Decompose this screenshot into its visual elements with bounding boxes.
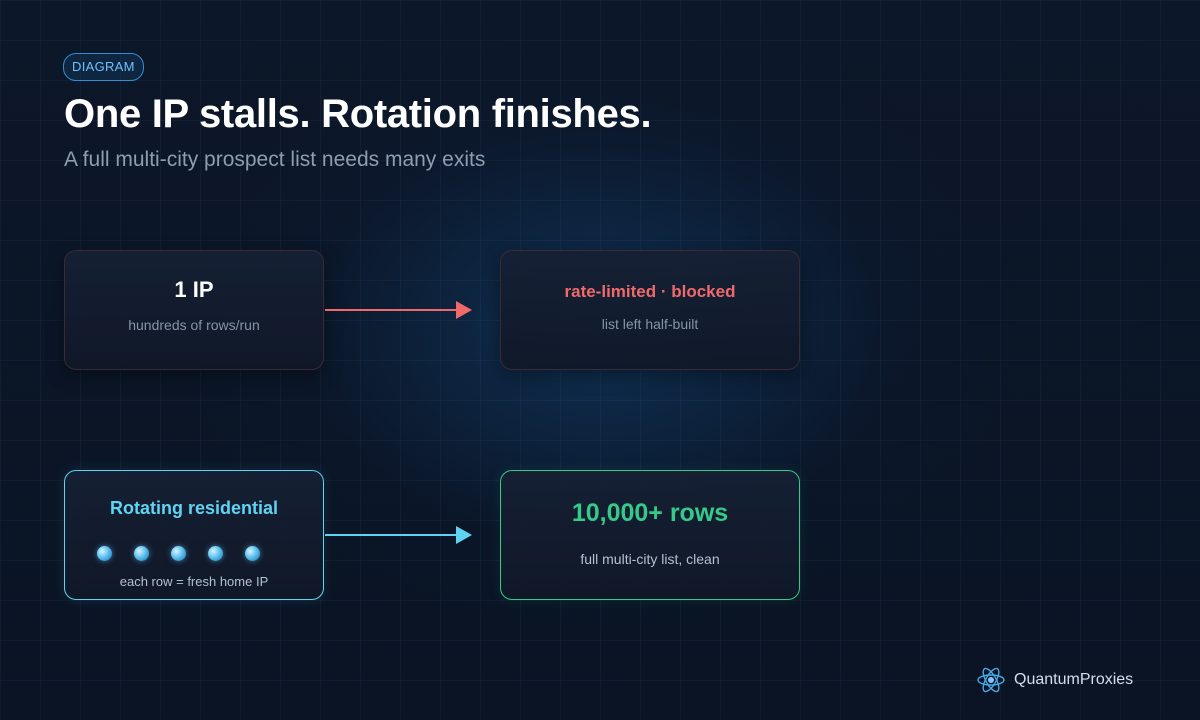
rotating-residential-box: Rotating residential each row = fresh ho… (64, 470, 324, 600)
blocked-result-title: rate-limited · blocked (564, 282, 736, 301)
blocked-result-box: rate-limited · blocked list left half-bu… (500, 250, 800, 370)
ip-dot (208, 546, 223, 561)
arrow-head-icon (456, 301, 472, 319)
brand-logo: QuantumProxies (976, 665, 1133, 695)
page-title: One IP stalls. Rotation finishes. (64, 92, 652, 136)
rotation-arrow (325, 526, 472, 544)
rows-result-box: 10,000+ rows full multi-city list, clean (500, 470, 800, 600)
rows-result-title: 10,000+ rows (571, 499, 729, 527)
single-ip-box: 1 IP hundreds of rows/run (64, 250, 324, 370)
diagram-tag: DIAGRAM (63, 53, 144, 81)
brand-name: QuantumProxies (1014, 671, 1134, 688)
ip-dot (134, 546, 149, 561)
page-subtitle: A full multi-city prospect list needs ma… (64, 148, 486, 171)
arrow-head-icon (456, 526, 472, 544)
ip-dot (97, 546, 112, 561)
blocked-arrow (325, 301, 472, 319)
atom-icon (977, 667, 1005, 693)
rotating-residential-title: Rotating residential (109, 498, 279, 518)
rows-result-caption: full multi-city list, clean (580, 551, 720, 567)
ip-dot (245, 546, 260, 561)
single-ip-caption: hundreds of rows/run (128, 317, 260, 333)
blocked-result-caption: list left half-built (601, 316, 699, 332)
single-ip-title: 1 IP (174, 277, 214, 302)
rotating-residential-caption: each row = fresh home IP (119, 574, 269, 589)
ip-dot (171, 546, 186, 561)
